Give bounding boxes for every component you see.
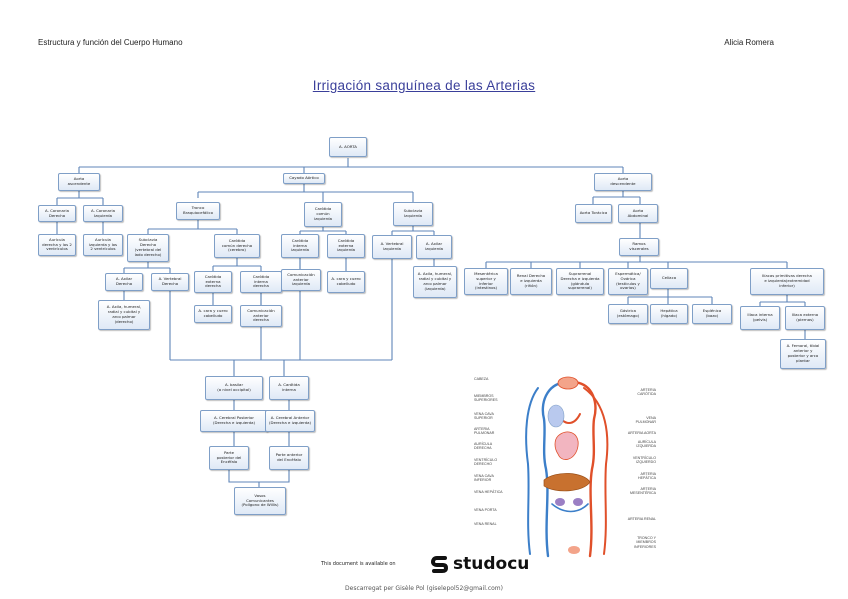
- node-brazo-izquierdo: A. Axila, humeral, radial y cubital y ar…: [413, 266, 457, 298]
- node-vertebral-izquierda: A. Vertebral izquierda: [372, 235, 412, 259]
- node-cara-cuero-izquierda: A. cara y cuero cabelludo: [327, 271, 365, 293]
- label-vena-cava-superior: VENA CAVA SUPERIOR: [474, 412, 494, 421]
- label-auricula-derecha: AURÍCULA DERECHA: [474, 442, 493, 451]
- node-auricula-derecha: Aurícula derecha y los 2 ventrículos: [38, 234, 76, 256]
- label-ventriculo-izquierdo: VENTRÍCULO IZQUIERDO: [632, 456, 656, 465]
- node-basilar: A. basilar (a nivel occipital): [205, 376, 263, 400]
- node-axilar-izquierda: A. Axilar izquierda: [416, 235, 452, 259]
- node-coronaria-derecha: A. Coronaria Derecha: [38, 205, 76, 222]
- node-carotida-externa-izquierda: Carótida externa izquierda: [327, 234, 365, 258]
- node-mesenterica: Mesentérica superior y inferior (intesti…: [464, 268, 508, 295]
- node-iliacas-primitivas: Ilíacas primitivas derecha e izquierda(e…: [750, 268, 824, 295]
- node-tronco-braquiocefalico: Tronco Braquiocefálico: [176, 202, 220, 220]
- node-poligono-willis: Vasos Comunicantes (Polígono de Willis): [234, 487, 286, 515]
- node-ramos-viscerales: Ramos viscerales: [619, 238, 659, 256]
- node-coronaria-izquierda: A. Coronaria Izquierda: [83, 205, 123, 222]
- label-arteria-carotida: ARTERIA CARÓTIDA: [637, 388, 656, 397]
- node-aorta-abdominal: Aorta Abdominal: [618, 204, 658, 223]
- label-vena-hepatica: VENA HEPÁTICA: [474, 490, 503, 494]
- label-arteria-aorta: ARTERIA AORTA: [627, 431, 656, 435]
- node-parte-posterior-encefalo: Parte posterior del Encéfalo: [209, 446, 249, 470]
- node-gastrica: Gástrica (estómago): [608, 304, 648, 324]
- label-vena-renal: VENA RENAL: [474, 522, 497, 526]
- circulatory-body-figure: [525, 376, 609, 558]
- node-aorta-toracica: Aorta Torácica: [575, 204, 612, 223]
- node-cara-cuero-derecha: A. cara y cuero cabelludo: [194, 305, 232, 323]
- node-espermatica: Espermática/ Ovárica (testículos y ovari…: [608, 268, 648, 295]
- node-cerebral-anterior: A. Cerebral Anterior (Derecha e izquierd…: [265, 410, 315, 432]
- label-vena-porta: VENA PORTA: [474, 508, 497, 512]
- label-arteria-mesenterica: ARTERIA MESENTÉRICA: [630, 487, 656, 496]
- node-subclavia-izquierda: Subclavia Izquierda: [393, 202, 433, 226]
- studocu-wordmark: studocu: [453, 554, 530, 574]
- availability-notice: This document is available on: [321, 561, 396, 567]
- node-comunicacion-anterior-derecha: Comunicación anterior derecha: [240, 305, 282, 327]
- node-suprarrenal: Suprarrenal Derecha e izquierda (glándul…: [556, 268, 604, 295]
- node-comunicacion-anterior-izquierda: Comunicación anterior izquierda: [281, 269, 321, 291]
- node-parte-anterior-encefalo: Parte anterior del Encéfalo: [269, 446, 309, 470]
- node-hepatica: Hepática (hígado): [650, 304, 688, 324]
- node-carotida-comun-derecha: Carótida común derecha (cerebro): [214, 234, 260, 258]
- node-femoral: A. Femoral, tibial anterior y posterior …: [780, 339, 826, 369]
- label-auricula-izquierda: AURÍCULA IZQUIERDA: [636, 440, 656, 449]
- node-iliaca-interna: Ilíaca interna (pelvis): [740, 306, 780, 330]
- node-axilar-derecha: A. Axilar Derecha: [105, 273, 143, 291]
- studocu-s-icon: [430, 556, 449, 573]
- node-carotida-interna: A. Carótida interna: [269, 376, 309, 400]
- node-aorta-descendente: Aorta descendente: [594, 173, 652, 191]
- label-arteria-renal: ARTERIA RENAL: [627, 517, 656, 521]
- node-carotida-comun-izquierda: Carótida común izquierda: [304, 202, 342, 227]
- label-arteria-hepatica: ARTERIA HEPÁTICA: [638, 472, 656, 481]
- label-ventriculo-derecho: VENTRÍCULO DERECHO: [474, 458, 498, 467]
- node-aorta-ascendente: Aorta ascendente: [58, 173, 100, 191]
- label-tronco-miembros-inferiores: TRONCO Y MIEMBROS INFERIORES: [634, 536, 656, 549]
- node-esplenica: Esplénica (bazo): [692, 304, 732, 324]
- circulatory-system-illustration: CABEZA MIEMBROS SUPERIORES VENA CAVA SUP…: [474, 374, 656, 564]
- label-vena-cava-inferior: VENA CAVA INFERIOR: [474, 474, 494, 483]
- node-brazo-derecho: A. Axila, humeral, radial y cubital y ar…: [98, 300, 150, 330]
- label-vena-pulmonar: VENA PULMONAR: [635, 416, 656, 425]
- label-arteria-pulmonar: ARTERIA PULMONAR: [474, 427, 495, 436]
- node-carotida-interna-izquierda: Carótida interna izquierda: [281, 234, 319, 258]
- node-auricula-izquierda: Aurícula izquierda y los 2 ventrículos: [83, 234, 123, 256]
- node-cerebral-posterior: A. Cerebral Posterior (Derecha e izquier…: [200, 410, 268, 432]
- download-notice: Descarregat per Gisèle Pol (giselepol52@…: [345, 585, 503, 592]
- page-title: Irrigación sanguínea de las Arterias: [312, 78, 536, 93]
- node-subclavia-derecha: Subclavia Derecha (vertebral del lado de…: [127, 234, 169, 262]
- label-miembros-superiores: MIEMBROS SUPERIORES: [474, 394, 498, 403]
- node-renal: Renal Derecha e izquierda (riñón): [510, 268, 552, 295]
- document-author: Alicia Romera: [724, 38, 774, 47]
- label-cabeza: CABEZA: [474, 377, 489, 381]
- node-carotida-interna-derecha: Carótida interna derecha: [240, 271, 282, 293]
- document-course-title: Estructura y función del Cuerpo Humano: [38, 38, 183, 47]
- node-vertebral-derecha: A. Vertebral Derecha: [151, 273, 189, 291]
- node-carotida-externa-derecha: Carótida externa derecha: [194, 271, 232, 293]
- studocu-logo[interactable]: studocu: [430, 554, 529, 574]
- node-aorta: A. AORTA: [329, 137, 367, 157]
- node-cayado-aortico: Cayado Aórtico: [283, 173, 325, 184]
- node-iliaca-externa: Ilíaca externa (piernas): [785, 306, 825, 330]
- node-celiaca: Celíaca: [650, 268, 688, 289]
